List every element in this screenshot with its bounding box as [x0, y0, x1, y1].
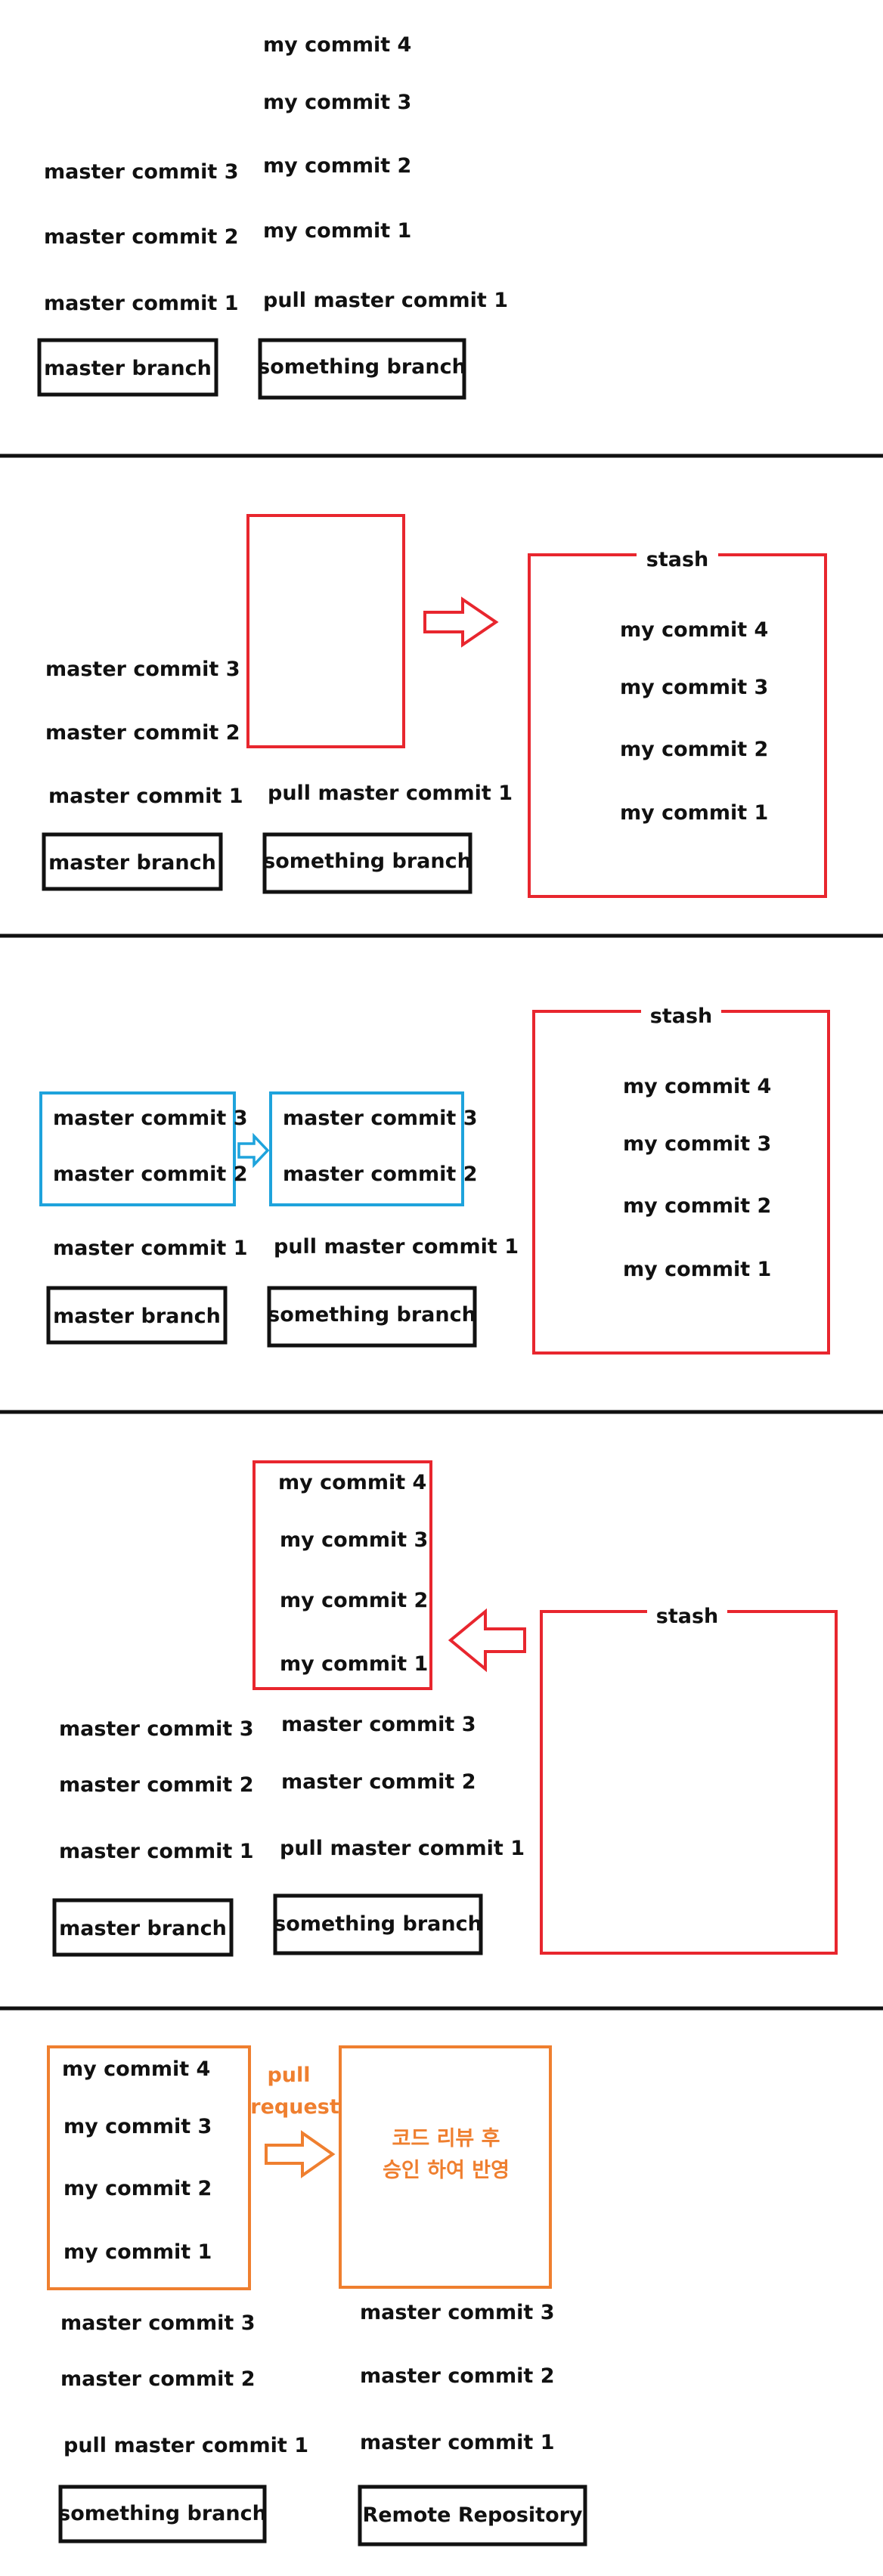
something-branch-box — [267, 1286, 477, 1348]
remote-master-commit-2: master commit 2 — [360, 2364, 555, 2388]
pulled-commits-highlight — [269, 1091, 464, 1206]
master-branch-label: master branch — [59, 1917, 227, 1940]
remote-master-commit-3: master commit 3 — [360, 2301, 555, 2324]
panel-4: my commit 4 my commit 3 my commit 2 my c… — [52, 1460, 838, 1957]
something-branch-label: something branch — [274, 1912, 482, 1936]
something-branch-label: something branch — [268, 1303, 476, 1327]
master-commit-2-label: master commit 2 — [44, 225, 239, 249]
stash-title: stash — [646, 548, 709, 571]
panel-3: master commit 3 master commit 2 master c… — [39, 1005, 830, 1355]
master-commit-1-label: master commit 1 — [44, 292, 239, 315]
something-branch-box — [262, 832, 472, 894]
my-commit-1-label: my commit 1 — [64, 2240, 212, 2264]
master-commits-highlight — [39, 1091, 236, 1206]
master-commit-2-label: master commit 2 — [53, 1163, 248, 1186]
something-branch-label: something branch — [58, 2502, 267, 2525]
master-commit-2-label: master commit 2 — [45, 721, 240, 745]
master-commit-3-label: master commit 3 — [60, 2311, 256, 2335]
master-commit-2-label: master commit 2 — [60, 2367, 256, 2391]
pull-request-label-line2: request — [250, 2095, 339, 2119]
stash-box — [540, 1610, 838, 1955]
master-branch-box — [46, 1286, 228, 1345]
stash-my-commit-4: my commit 4 — [620, 618, 768, 642]
master-branch-box — [42, 832, 223, 891]
stash-my-commit-1: my commit 1 — [623, 1258, 771, 1281]
my-commit-3-label: my commit 3 — [263, 91, 411, 114]
master-branch-label: master branch — [44, 357, 212, 380]
my-commits-box — [47, 2045, 251, 2290]
pull-master-commit-label: pull master commit 1 — [268, 782, 513, 805]
pull-master-commit-label: pull master commit 1 — [280, 1837, 525, 1860]
pull-request-label-line1: pull — [267, 2064, 310, 2087]
restored-my-commit-1: my commit 1 — [280, 1652, 428, 1676]
emptied-commit-slot — [246, 514, 405, 748]
pull-master-commit-label: pull master commit 1 — [274, 1235, 519, 1259]
stash-title-gap — [637, 549, 718, 561]
restored-my-commit-3: my commit 3 — [280, 1528, 428, 1552]
remote-repository-label: Remote Repository — [362, 2503, 582, 2527]
my-commit-3-label: my commit 3 — [64, 2115, 212, 2138]
remote-repository-box — [358, 2485, 587, 2547]
stash-title-gap — [647, 1605, 727, 1618]
stash-title: stash — [656, 1605, 719, 1628]
master-commit-1-label: master commit 1 — [53, 1237, 248, 1260]
stash-my-commit-2: my commit 2 — [620, 738, 768, 761]
my-commit-2-label: my commit 2 — [64, 2177, 212, 2200]
my-commit-1-label: my commit 1 — [263, 219, 411, 243]
move-right-arrow-icon — [423, 596, 499, 648]
stash-box — [532, 1010, 830, 1355]
my-commit-4-label: my commit 4 — [263, 33, 411, 57]
stash-my-commit-3: my commit 3 — [623, 1132, 771, 1156]
restored-my-commit-4: my commit 4 — [278, 1471, 426, 1494]
panel-1: my commit 4 my commit 3 my commit 2 my c… — [37, 33, 508, 400]
pulled-master-commit-3: master commit 3 — [283, 1107, 478, 1130]
master-commit-3-label: master commit 3 — [45, 658, 240, 681]
my-commit-2-label: my commit 2 — [263, 154, 411, 178]
master-branch-box — [37, 338, 218, 397]
my-commit-4-label: my commit 4 — [62, 2057, 210, 2081]
copy-arrow-icon — [237, 1132, 270, 1169]
master-branch-box — [52, 1898, 234, 1957]
something-branch-box — [273, 1893, 483, 1955]
stash-my-commit-3: my commit 3 — [620, 676, 768, 699]
master-commit-2-label: master commit 2 — [59, 1773, 254, 1797]
panel-5: my commit 4 my commit 3 my commit 2 my c… — [47, 2045, 587, 2547]
code-review-box — [339, 2045, 552, 2289]
pull-master-commit-label: pull master commit 1 — [263, 289, 508, 312]
master-commit-3-label: master commit 3 — [44, 160, 239, 184]
stash-title-gap — [641, 1005, 721, 1017]
pulled-master-commit-2: master commit 2 — [281, 1770, 476, 1794]
stash-title: stash — [650, 1005, 713, 1028]
stash-box — [528, 553, 827, 898]
pop-left-arrow-icon — [448, 1608, 526, 1673]
something-branch-box — [58, 2485, 267, 2543]
pull-request-arrow-icon — [265, 2130, 336, 2178]
code-review-text-line2: 승인 하여 반영 — [383, 2159, 510, 2182]
pulled-master-commit-3: master commit 3 — [281, 1713, 476, 1736]
something-branch-label: something branch — [263, 850, 472, 873]
pull-master-commit-label: pull master commit 1 — [64, 2434, 308, 2457]
master-branch-label: master branch — [48, 851, 216, 875]
pulled-master-commit-2: master commit 2 — [283, 1163, 478, 1186]
something-branch-box — [258, 338, 466, 400]
master-branch-label: master branch — [53, 1305, 221, 1328]
restored-my-commit-2: my commit 2 — [280, 1589, 428, 1612]
remote-master-commit-1: master commit 1 — [360, 2431, 555, 2454]
something-branch-label: something branch — [258, 355, 466, 379]
code-review-text-line1: 코드 리뷰 후 — [392, 2127, 500, 2150]
restored-commits-box — [253, 1460, 432, 1690]
master-commit-1-label: master commit 1 — [48, 785, 243, 808]
panel-2: stash my commit 4 my commit 3 my commit … — [42, 514, 827, 898]
stash-my-commit-4: my commit 4 — [623, 1075, 771, 1098]
master-commit-1-label: master commit 1 — [59, 1840, 254, 1863]
stash-my-commit-1: my commit 1 — [620, 801, 768, 825]
master-commit-3-label: master commit 3 — [59, 1717, 254, 1741]
stash-my-commit-2: my commit 2 — [623, 1194, 771, 1218]
master-commit-3-label: master commit 3 — [53, 1107, 248, 1130]
